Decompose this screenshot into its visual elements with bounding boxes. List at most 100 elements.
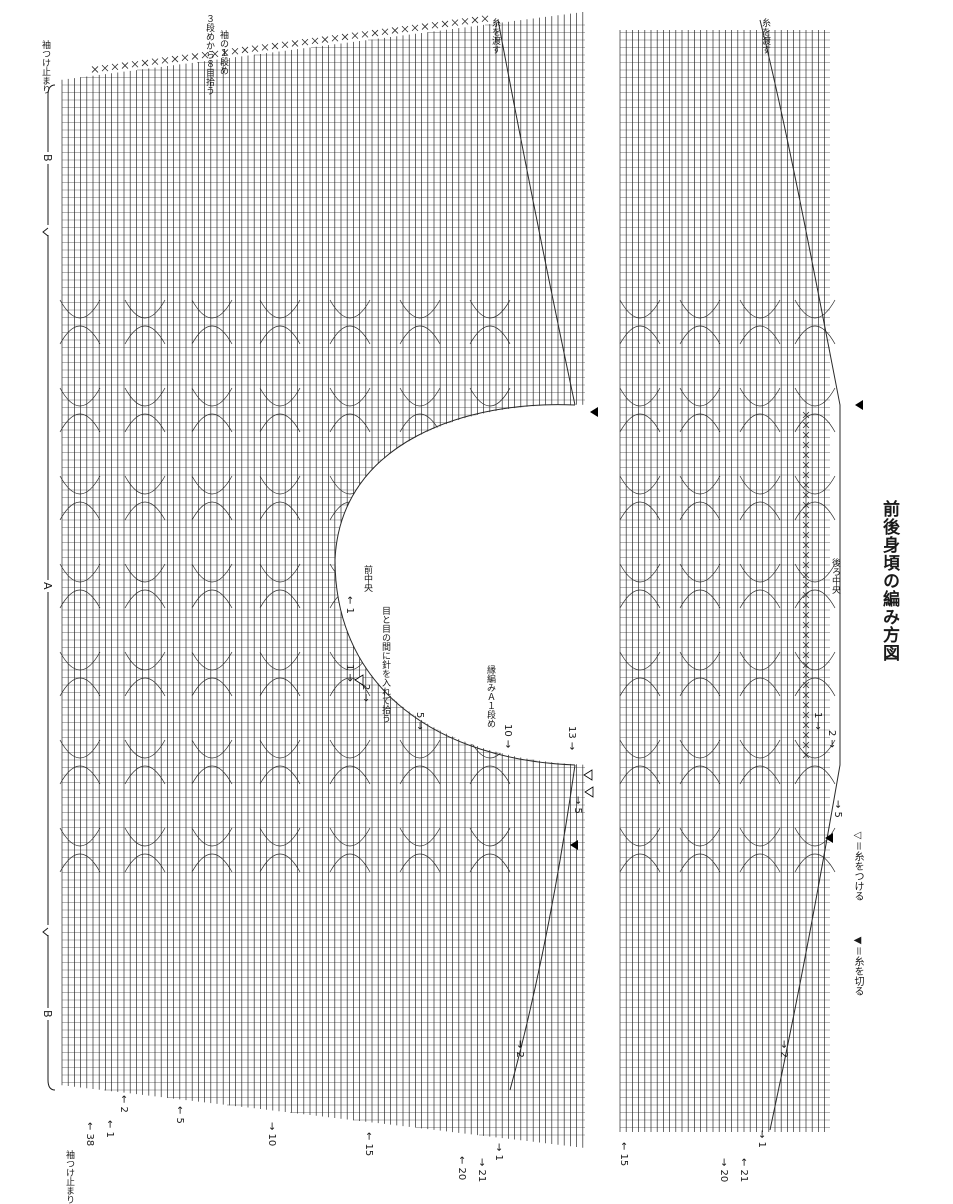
back-shell bbox=[739, 589, 781, 609]
sc-stitch bbox=[802, 621, 810, 629]
sc-stitch bbox=[261, 44, 269, 51]
sc-stitch bbox=[281, 41, 289, 49]
row-number: → 20 bbox=[718, 1158, 729, 1183]
back-shell bbox=[739, 475, 781, 495]
pickup-between-label: 目と目の間に針を入れて拾う bbox=[380, 606, 390, 723]
front-shell bbox=[329, 413, 371, 433]
front-shell bbox=[191, 651, 233, 671]
back-shell bbox=[794, 739, 836, 759]
front-shell bbox=[329, 387, 371, 407]
front-shell bbox=[124, 475, 166, 495]
back-shell bbox=[739, 563, 781, 583]
bracket-divider-bottom bbox=[42, 927, 49, 937]
front-shell bbox=[329, 677, 371, 697]
row-number: → 21 bbox=[476, 1158, 487, 1183]
back-shell bbox=[794, 827, 836, 847]
back-shell bbox=[794, 299, 836, 319]
back-shell bbox=[739, 299, 781, 319]
front-shell bbox=[191, 387, 233, 407]
front-shell bbox=[124, 299, 166, 319]
sc-stitch bbox=[251, 45, 259, 52]
front-shell bbox=[399, 765, 441, 785]
front-shell bbox=[469, 299, 511, 319]
front-shell bbox=[191, 475, 233, 495]
back-mask bbox=[842, 20, 870, 1140]
sc-stitch bbox=[802, 711, 810, 719]
front-shell bbox=[191, 325, 233, 345]
sc-stitch bbox=[271, 42, 279, 50]
front-shell bbox=[259, 325, 301, 345]
back-shell bbox=[794, 563, 836, 583]
front-shell bbox=[329, 765, 371, 785]
back-center-label: 後ろ中央 bbox=[830, 558, 840, 594]
sc-stitch bbox=[481, 15, 489, 23]
thread-markers bbox=[354, 400, 863, 850]
front-shell bbox=[399, 299, 441, 319]
armhole-edge-top bbox=[497, 19, 576, 406]
sleeve-stop-top-label: 袖つけ止まり bbox=[40, 40, 50, 94]
sc-stitch bbox=[121, 62, 129, 69]
sc-stitch bbox=[802, 751, 810, 759]
sc-stitch bbox=[802, 491, 810, 499]
sc-stitch bbox=[331, 34, 339, 42]
front-shell bbox=[124, 325, 166, 345]
back-shell bbox=[739, 827, 781, 847]
back-shell bbox=[739, 413, 781, 433]
sc-stitch bbox=[802, 531, 810, 539]
sc-stitch bbox=[802, 551, 810, 559]
front-shell bbox=[124, 853, 166, 873]
back-shell bbox=[794, 325, 836, 345]
section-a: A bbox=[41, 580, 54, 592]
neckline-edge bbox=[334, 404, 576, 766]
back-shell bbox=[619, 299, 661, 319]
front-shell bbox=[469, 387, 511, 407]
sc-stitch bbox=[802, 721, 810, 729]
back-shell bbox=[619, 651, 661, 671]
sc-stitch bbox=[802, 741, 810, 749]
sc-stitch bbox=[111, 63, 119, 71]
sc-stitch bbox=[141, 59, 149, 67]
front-shell bbox=[329, 325, 371, 345]
front-shell bbox=[124, 651, 166, 671]
cut-thread-marker bbox=[855, 400, 863, 410]
sc-stitch bbox=[802, 581, 810, 589]
sc-stitch bbox=[431, 21, 439, 29]
back-shell bbox=[739, 765, 781, 785]
front-shell bbox=[59, 765, 101, 785]
sc-stitch bbox=[802, 431, 810, 439]
front-shell bbox=[59, 563, 101, 583]
front-shell bbox=[59, 739, 101, 759]
front-shell bbox=[191, 413, 233, 433]
back-shell bbox=[679, 501, 721, 521]
cut-thread-marker bbox=[825, 833, 833, 843]
front-shell bbox=[59, 475, 101, 495]
front-shell bbox=[259, 827, 301, 847]
thread-over-label-right: 糸を渡す bbox=[760, 18, 770, 54]
back-shell bbox=[679, 589, 721, 609]
back-shell bbox=[679, 387, 721, 407]
back-shell bbox=[794, 651, 836, 671]
front-shell bbox=[259, 651, 301, 671]
row-number: ← 1 bbox=[344, 596, 355, 614]
sleeve-pickup-label: ３段めから８目拾う bbox=[204, 14, 214, 95]
edging-a-label: 縁編みＡ１段め bbox=[485, 665, 495, 728]
row-number: 5 → bbox=[414, 712, 425, 730]
back-shell bbox=[619, 475, 661, 495]
back-shell bbox=[679, 853, 721, 873]
sc-stitch bbox=[161, 57, 169, 64]
back-shell bbox=[794, 853, 836, 873]
sc-stitch bbox=[461, 18, 469, 25]
back-shell bbox=[679, 651, 721, 671]
front-shell bbox=[329, 299, 371, 319]
row-number: ← 15 bbox=[618, 1142, 629, 1167]
front-shell bbox=[399, 387, 441, 407]
sc-stitch bbox=[91, 66, 99, 73]
front-shell bbox=[59, 413, 101, 433]
sc-stitch bbox=[802, 411, 810, 419]
front-shell bbox=[259, 387, 301, 407]
sc-stitch bbox=[802, 671, 810, 679]
front-shell bbox=[191, 853, 233, 873]
sc-stitch bbox=[421, 23, 429, 30]
front-shell bbox=[191, 677, 233, 697]
front-shell bbox=[191, 563, 233, 583]
